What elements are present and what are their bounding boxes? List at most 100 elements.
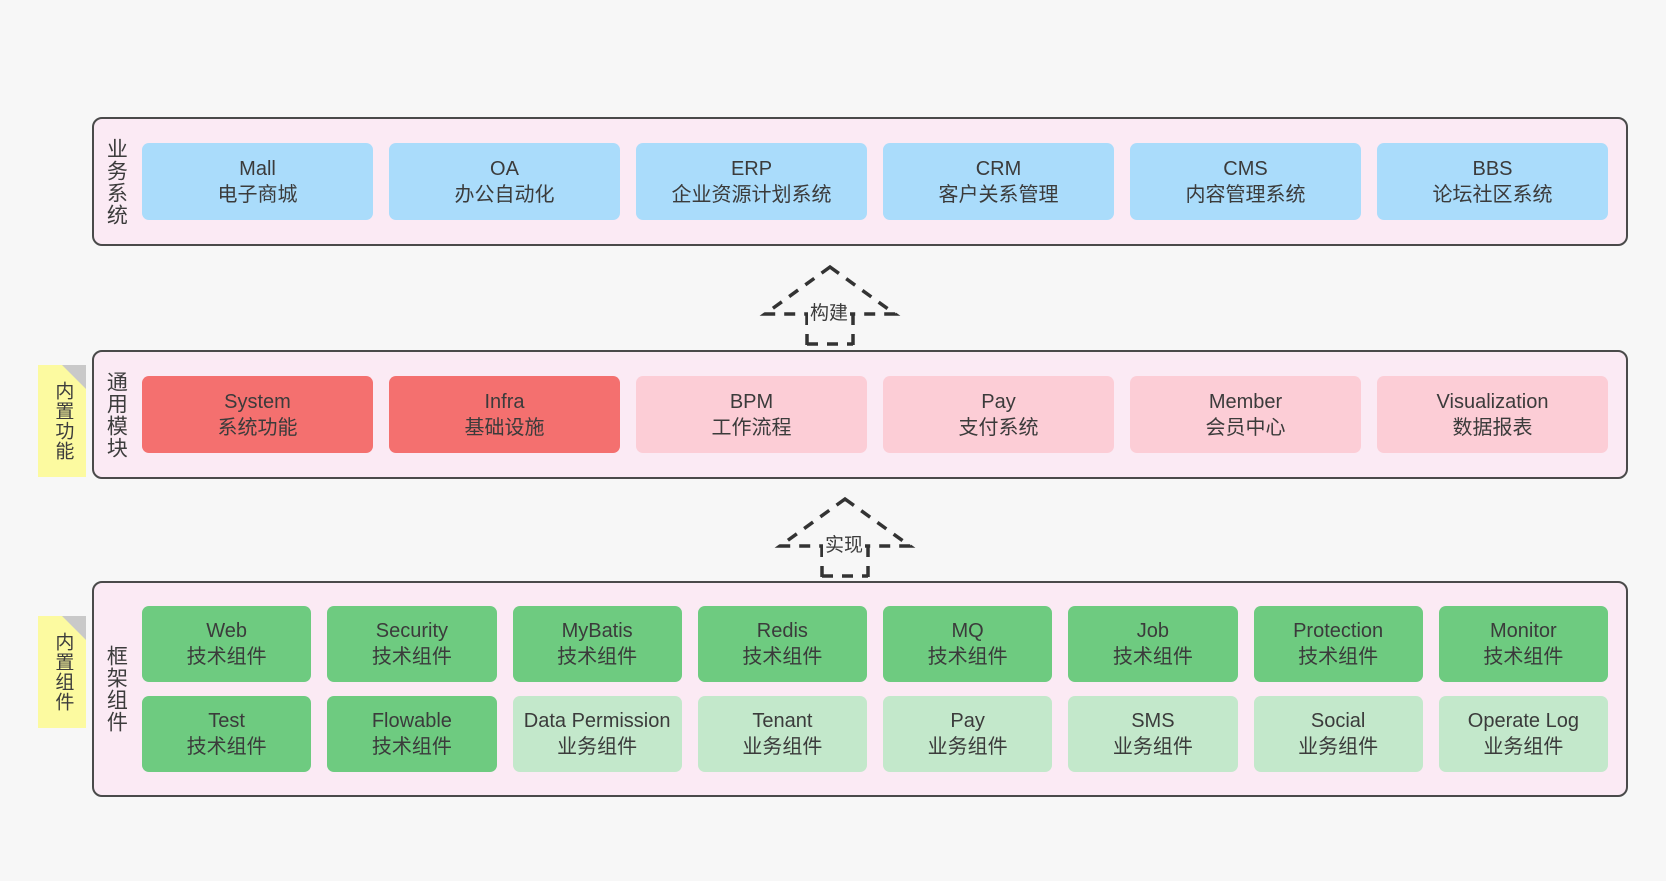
component-type-cn: 技术组件	[371, 646, 452, 668]
module-box-crm[interactable]: CRM 客户关系管理	[883, 143, 1114, 220]
component-name-en: Redis	[756, 620, 808, 642]
component-box-data-permission[interactable]: Data Permission 业务组件	[512, 696, 682, 772]
module-box-bbs[interactable]: BBS 论坛社区系统	[1377, 143, 1608, 220]
module-name-cn: 论坛社区系统	[1432, 183, 1553, 206]
component-name-en: Operate Log	[1467, 710, 1579, 732]
box-row: System 系统功能 Infra 基础设施 BPM 工作流程 Pay 支付系统…	[142, 376, 1608, 453]
component-box-pay[interactable]: Pay 业务组件	[883, 696, 1053, 772]
module-name-cn: 工作流程	[711, 416, 792, 439]
module-name-en: BBS	[1472, 157, 1513, 180]
component-type-cn: 技术组件	[186, 646, 267, 668]
module-name-en: Visualization	[1436, 390, 1549, 413]
component-name-en: Tenant	[752, 710, 813, 732]
layer-title-framework-components: 框架组件	[104, 645, 128, 733]
folded-corner-icon	[62, 365, 86, 389]
component-type-cn: 业务组件	[557, 736, 638, 758]
folded-corner-icon	[62, 616, 86, 640]
module-box-pay[interactable]: Pay 支付系统	[883, 376, 1114, 453]
module-name-cn: 办公自动化	[454, 183, 555, 206]
component-type-cn: 技术组件	[927, 646, 1008, 668]
component-box-job[interactable]: Job 技术组件	[1068, 606, 1238, 682]
component-name-en: Security	[375, 620, 448, 642]
module-name-en: CMS	[1223, 157, 1268, 180]
component-box-tenant[interactable]: Tenant 业务组件	[697, 696, 867, 772]
component-box-web[interactable]: Web 技术组件	[142, 606, 312, 682]
component-type-cn: 业务组件	[742, 736, 823, 758]
component-type-cn: 业务组件	[1298, 736, 1379, 758]
box-row: Test 技术组件 Flowable 技术组件 Data Permission …	[142, 696, 1608, 772]
component-name-en: Data Permission	[523, 710, 671, 732]
layer-body-business-systems: Mall 电子商城 OA 办公自动化 ERP 企业资源计划系统 CRM 客户关系…	[136, 119, 1626, 244]
component-box-sms[interactable]: SMS 业务组件	[1068, 696, 1238, 772]
module-name-en: Mall	[239, 157, 276, 180]
module-box-infra[interactable]: Infra 基础设施	[389, 376, 620, 453]
component-type-cn: 业务组件	[1112, 736, 1193, 758]
module-box-oa[interactable]: OA 办公自动化	[389, 143, 620, 220]
component-box-monitor[interactable]: Monitor 技术组件	[1438, 606, 1608, 682]
component-type-cn: 技术组件	[1483, 646, 1564, 668]
layer-body-framework-components: Web 技术组件 Security 技术组件 MyBatis 技术组件 Redi…	[136, 583, 1626, 795]
module-box-bpm[interactable]: BPM 工作流程	[636, 376, 867, 453]
layer-common-modules: 通用模块 System 系统功能 Infra 基础设施 BPM 工作流程 Pay	[92, 350, 1628, 479]
module-name-en: System	[224, 390, 291, 413]
module-box-erp[interactable]: ERP 企业资源计划系统	[636, 143, 867, 220]
component-box-test[interactable]: Test 技术组件	[142, 696, 312, 772]
component-type-cn: 技术组件	[186, 736, 267, 758]
component-name-en: Web	[206, 620, 247, 642]
layer-business-systems: 业务系统 Mall 电子商城 OA 办公自动化 ERP 企业资源计划系统 CRM	[92, 117, 1628, 246]
connector-label-implement: 实现	[823, 530, 866, 557]
component-type-cn: 业务组件	[1483, 736, 1564, 758]
component-type-cn: 技术组件	[557, 646, 638, 668]
module-box-member[interactable]: Member 会员中心	[1130, 376, 1361, 453]
module-name-cn: 支付系统	[958, 416, 1039, 439]
component-box-security[interactable]: Security 技术组件	[327, 606, 497, 682]
module-box-visualization[interactable]: Visualization 数据报表	[1377, 376, 1608, 453]
module-box-system[interactable]: System 系统功能	[142, 376, 373, 453]
module-name-cn: 企业资源计划系统	[671, 183, 832, 206]
component-box-redis[interactable]: Redis 技术组件	[697, 606, 867, 682]
component-box-mybatis[interactable]: MyBatis 技术组件	[512, 606, 682, 682]
connector-build: 构建	[755, 262, 905, 346]
component-name-en: Pay	[950, 710, 985, 732]
module-name-cn: 电子商城	[217, 183, 298, 206]
module-name-cn: 客户关系管理	[938, 183, 1059, 206]
module-name-cn: 内容管理系统	[1185, 183, 1306, 206]
module-name-en: Pay	[981, 390, 1016, 413]
module-name-cn: 会员中心	[1205, 416, 1286, 439]
component-name-en: MQ	[951, 620, 984, 642]
component-box-protection[interactable]: Protection 技术组件	[1253, 606, 1423, 682]
component-name-en: Monitor	[1490, 620, 1557, 642]
module-name-cn: 数据报表	[1452, 416, 1533, 439]
module-name-en: Infra	[484, 390, 525, 413]
module-name-en: ERP	[730, 157, 773, 180]
tag-builtin-component: 内置组件	[38, 616, 86, 728]
module-name-cn: 系统功能	[217, 416, 298, 439]
component-box-social[interactable]: Social 业务组件	[1253, 696, 1423, 772]
component-type-cn: 业务组件	[927, 736, 1008, 758]
module-name-en: Member	[1208, 390, 1283, 413]
component-box-operate-log[interactable]: Operate Log 业务组件	[1438, 696, 1608, 772]
module-box-mall[interactable]: Mall 电子商城	[142, 143, 373, 220]
box-row: Web 技术组件 Security 技术组件 MyBatis 技术组件 Redi…	[142, 606, 1608, 682]
connector-implement: 实现	[770, 494, 920, 578]
component-type-cn: 技术组件	[1298, 646, 1379, 668]
layer-title-common-modules: 通用模块	[104, 370, 128, 459]
component-name-en: Social	[1310, 710, 1366, 732]
tag-label: 内置功能	[52, 381, 74, 461]
component-box-mq[interactable]: MQ 技术组件	[883, 606, 1053, 682]
component-type-cn: 技术组件	[371, 736, 452, 758]
component-name-en: Test	[208, 710, 245, 732]
layer-title-business-systems: 业务系统	[104, 137, 128, 226]
tag-builtin-function: 内置功能	[38, 365, 86, 477]
module-name-en: CRM	[975, 157, 1022, 180]
layer-framework-components: 框架组件 Web 技术组件 Security 技术组件 MyBatis 技术组件…	[92, 581, 1628, 797]
component-type-cn: 技术组件	[742, 646, 823, 668]
component-box-flowable[interactable]: Flowable 技术组件	[327, 696, 497, 772]
module-name-en: BPM	[729, 390, 774, 413]
box-row: Mall 电子商城 OA 办公自动化 ERP 企业资源计划系统 CRM 客户关系…	[142, 143, 1608, 220]
tag-label: 内置组件	[52, 632, 74, 712]
module-box-cms[interactable]: CMS 内容管理系统	[1130, 143, 1361, 220]
layer-body-common-modules: System 系统功能 Infra 基础设施 BPM 工作流程 Pay 支付系统…	[136, 352, 1626, 477]
module-name-cn: 基础设施	[464, 416, 545, 439]
component-name-en: Protection	[1293, 620, 1384, 642]
